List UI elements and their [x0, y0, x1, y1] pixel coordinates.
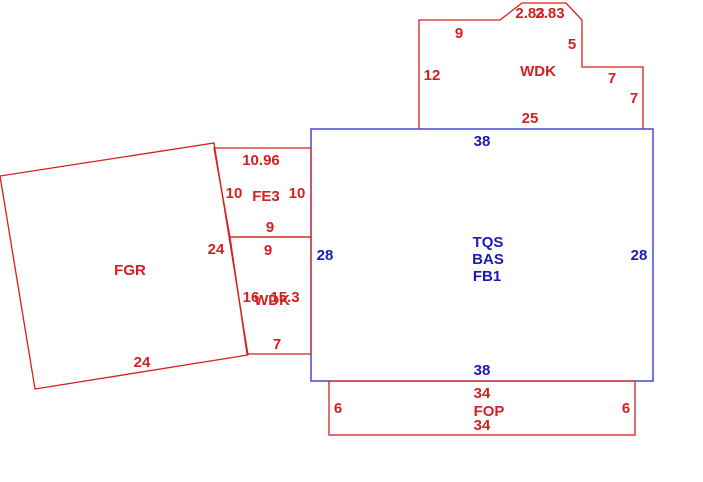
main-code-2: BAS: [472, 251, 504, 268]
main-code-1: TQS: [473, 234, 504, 251]
main-left-dim: 28: [317, 247, 334, 264]
wdk-top-dim-7b: 7: [630, 90, 638, 107]
fop-name: FOP: [474, 403, 505, 420]
fop-top-dim: 34: [474, 385, 491, 402]
wdk-top-dim-9: 9: [455, 25, 463, 42]
fgr-outline: [0, 142, 249, 390]
wdk-top-name: WDK: [520, 63, 556, 80]
wdk-small-name: WDK: [254, 292, 290, 309]
wdk-top-dim-7a: 7: [608, 70, 616, 87]
fgr-right-dim: 24: [208, 241, 225, 258]
fgr-name: FGR: [114, 262, 146, 279]
wdk-top-dim-283a: 2.83: [515, 5, 544, 22]
fe3-name: FE3: [252, 188, 280, 205]
wdk-top-outline: [418, 2, 644, 129]
fe3-bottom-dim: 9: [266, 219, 274, 236]
wdk-top-dim-25: 25: [522, 110, 539, 127]
fop-left-dim: 6: [334, 400, 342, 417]
wdk-small-top-dim: 9: [264, 242, 272, 259]
main-top-dim: 38: [474, 133, 491, 150]
fe3-top-dim: 10.96: [242, 152, 280, 169]
main-code-3: FB1: [473, 268, 501, 285]
wdk-small-bottom-dim: 7: [273, 336, 281, 353]
wdk-top-dim-5: 5: [568, 36, 576, 53]
wdk-small-mid-dim: 15.3: [270, 289, 299, 306]
fop-bottom-dim: 34: [474, 417, 491, 434]
fgr-bottom-dim: 24: [134, 354, 151, 371]
fop-outline: [328, 380, 636, 436]
wdk-top-dim-12: 12: [424, 67, 441, 84]
main-bottom-dim: 38: [474, 362, 491, 379]
fe3-left-dim: 10: [226, 185, 243, 202]
fop-right-dim: 6: [622, 400, 630, 417]
wdk-small-left-dim: 16: [243, 289, 260, 306]
fe3-right-dim: 10: [289, 185, 306, 202]
wdk-top-dim-283b: 2.83: [535, 5, 564, 22]
main-right-dim: 28: [631, 247, 648, 264]
